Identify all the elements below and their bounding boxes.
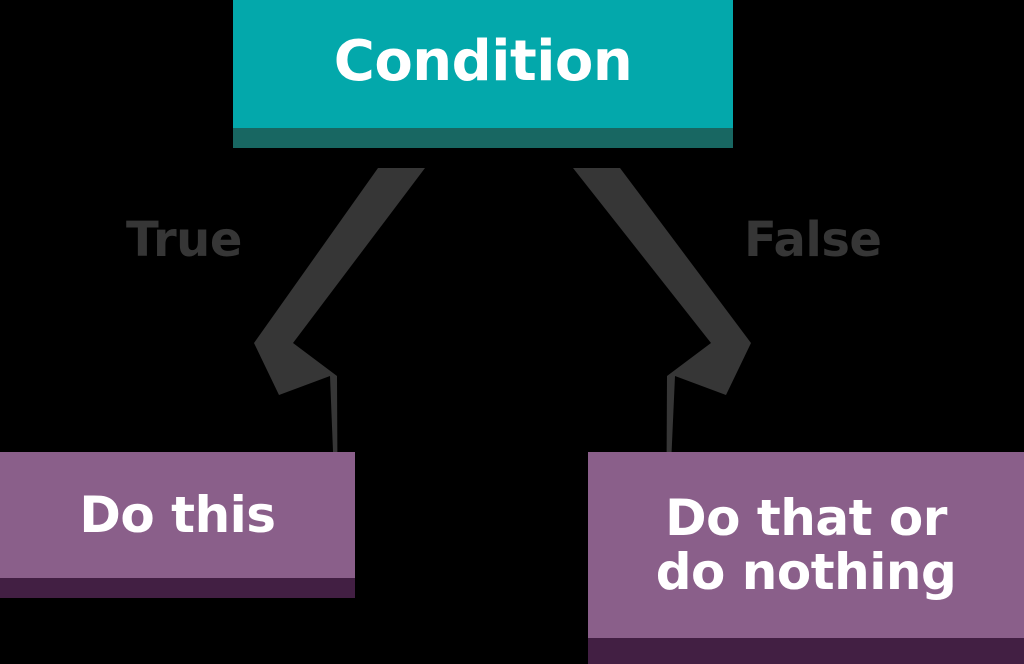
- node-do-that-shadow: [588, 638, 1024, 664]
- node-condition[interactable]: Condition: [233, 0, 733, 148]
- edge-label-true: True: [126, 212, 242, 268]
- node-do-that[interactable]: Do that or do nothing: [588, 452, 1024, 664]
- node-do-this-body: Do this: [0, 452, 355, 578]
- node-do-that-label: Do that or do nothing: [655, 489, 957, 601]
- node-do-that-body: Do that or do nothing: [588, 452, 1024, 638]
- node-condition-shadow: [233, 128, 733, 148]
- node-do-this-shadow: [0, 578, 355, 598]
- node-condition-label: Condition: [333, 28, 633, 94]
- node-do-this-label: Do this: [79, 486, 276, 544]
- node-do-this[interactable]: Do this: [0, 452, 355, 598]
- node-condition-body: Condition: [233, 0, 733, 128]
- edge-label-false: False: [744, 212, 882, 268]
